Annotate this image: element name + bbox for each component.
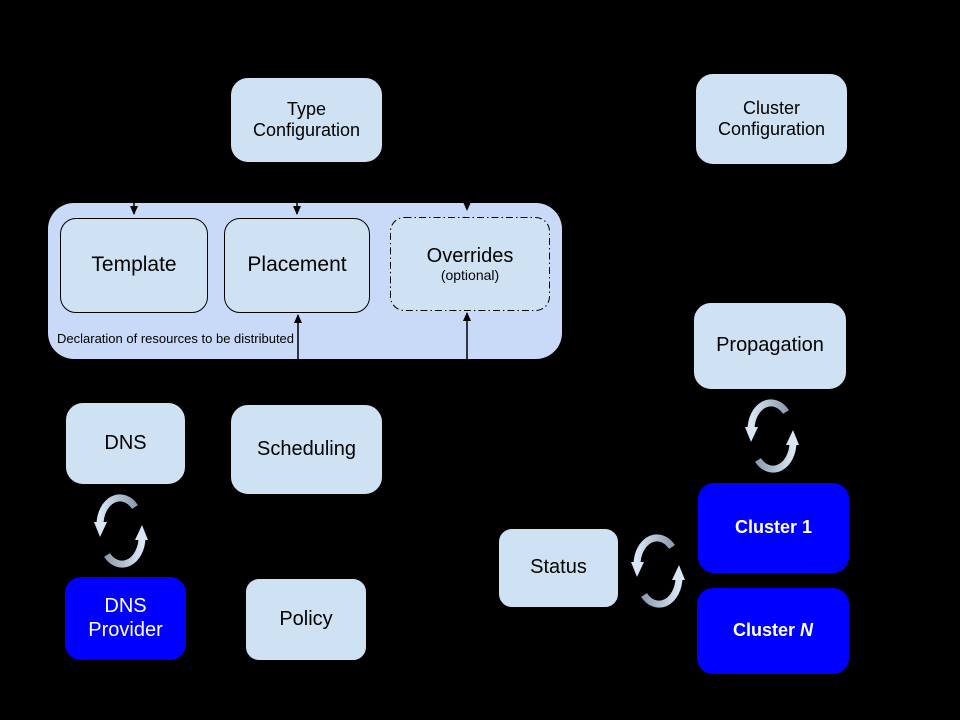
- propagation-node: Propagation: [693, 302, 847, 390]
- scheduling-node: Scheduling: [230, 404, 383, 495]
- propagation-label: Propagation: [716, 334, 824, 357]
- cluster-n-label-prefix: Cluster: [732, 620, 795, 641]
- cluster-1-node: Cluster 1: [698, 483, 849, 573]
- scheduling-label: Scheduling: [257, 437, 356, 460]
- cluster-n-label-suffix: N: [800, 620, 813, 641]
- overrides-note: (optional): [440, 267, 500, 284]
- overrides-node: Overrides (optional): [390, 217, 550, 311]
- dns-label: DNS: [104, 431, 147, 454]
- status-node: Status: [498, 528, 619, 608]
- placement-node: Placement: [224, 218, 370, 313]
- cluster-configuration-line1: Cluster: [742, 97, 800, 118]
- overrides-label: Overrides: [426, 244, 514, 267]
- status-label: Status: [530, 556, 587, 579]
- type-configuration-node: Type Configuration: [230, 77, 383, 163]
- type-configuration-line2: Configuration: [252, 120, 361, 140]
- cluster-1-label-suffix: 1: [802, 517, 813, 538]
- cluster-n-node: Cluster N: [697, 588, 849, 674]
- policy-node: Policy: [245, 578, 367, 661]
- policy-label: Policy: [279, 607, 333, 630]
- cluster-1-label-prefix: Cluster: [734, 517, 797, 538]
- type-configuration-line1: Type: [286, 98, 327, 119]
- cluster-configuration-node: Cluster Configuration: [695, 73, 848, 165]
- dns-provider-line2: Provider: [88, 618, 163, 641]
- sync-arrows-icon: [631, 534, 685, 608]
- cluster-configuration-line2: Configuration: [717, 119, 826, 139]
- placement-label: Placement: [247, 253, 347, 277]
- sync-arrows-icon: [745, 399, 799, 473]
- template-node: Template: [60, 218, 208, 313]
- dns-provider-node: DNS Provider: [65, 577, 186, 660]
- template-label: Template: [91, 253, 177, 277]
- dns-provider-line1: DNS: [104, 594, 147, 617]
- declaration-group-caption: Declaration of resources to be distribut…: [57, 331, 295, 346]
- sync-arrows-icon: [94, 494, 148, 568]
- dns-node: DNS: [65, 402, 186, 485]
